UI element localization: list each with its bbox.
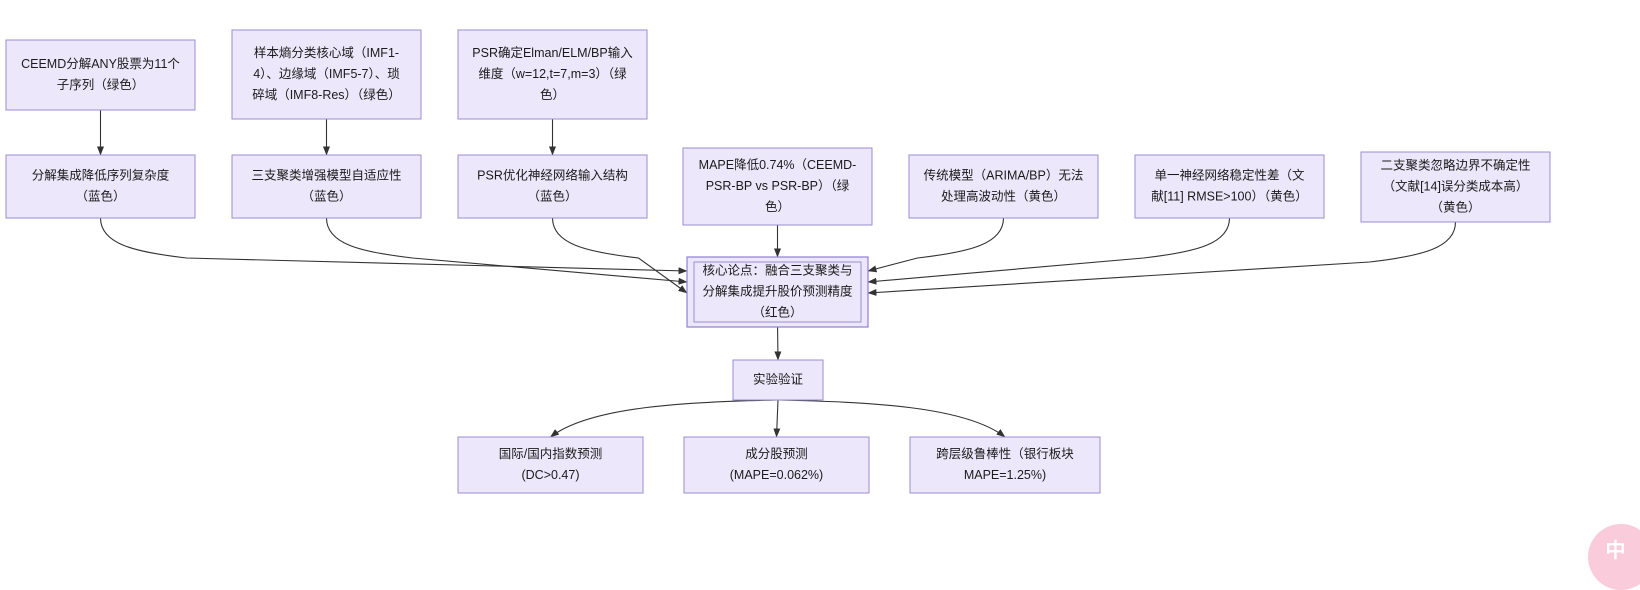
node-rect <box>908 154 1099 219</box>
node-label-line: MAPE降低0.74%（CEEMD- <box>699 158 857 172</box>
flow-edge <box>867 217 1231 285</box>
flow-node[interactable]: 三支聚类增强模型自适应性 （蓝色） <box>231 154 422 219</box>
flow-edge <box>325 217 688 285</box>
flow-node[interactable]: 分解集成降低序列复杂度 （蓝色） <box>5 154 196 219</box>
node-label-line: PSR确定Elman/ELM/BP输入 <box>472 45 633 60</box>
core-node-inner-border <box>693 261 862 323</box>
node-rect <box>457 436 644 494</box>
node-label-line: 处理高波动性（黄色） <box>941 188 1066 203</box>
flow-node[interactable]: 二支聚类忽略边界不确定性 （文献[14]误分类成本高） （黄色） <box>1360 151 1551 223</box>
core-node-outer-border <box>686 256 869 328</box>
node-rect <box>457 154 648 219</box>
flow-node[interactable]: 国际/国内指数预测 (DC>0.47) <box>457 436 644 494</box>
node-label-line: （红色） <box>752 304 802 319</box>
node-label-line: （蓝色） <box>301 188 351 203</box>
flow-edge <box>867 221 1457 296</box>
node-label-line: （黄色） <box>1430 199 1480 214</box>
node-label-line: 色） <box>765 199 790 214</box>
node-label-line: 单一神经网络稳定性差（文 <box>1154 167 1305 182</box>
flow-edge <box>774 321 782 361</box>
node-label-line: 成分股预测 <box>745 447 808 461</box>
node-rect <box>231 29 422 120</box>
flow-node[interactable]: 跨层级鲁棒性（银行板块 MAPE=1.25%) <box>909 436 1101 494</box>
node-label-line: 三支聚类增强模型自适应性 <box>251 167 401 182</box>
node-label-line: 维度（w=12,t=7,m=3）（绿 <box>478 66 627 81</box>
flow-node[interactable]: 单一神经网络稳定性差（文献[11] RMSE>100）（黄色） <box>1134 154 1325 219</box>
flow-edge <box>867 217 1005 273</box>
node-rect <box>732 359 824 401</box>
flow-node[interactable]: MAPE降低0.74%（CEEMD- PSR-BP vs PSR-BP）（绿色） <box>682 147 873 226</box>
node-label-line: （蓝色） <box>75 188 125 203</box>
node-rect <box>231 154 422 219</box>
node-label-line: 4）、边缘域（IMF5-7）、琐 <box>253 66 400 81</box>
node-rect <box>5 154 196 219</box>
node-label-line: (MAPE=0.062%) <box>730 468 823 482</box>
node-label-line: 献[11] RMSE>100）（黄色） <box>1151 188 1307 203</box>
flow-edge <box>777 399 1006 438</box>
node-label-line: 子序列（绿色） <box>57 77 145 92</box>
watermark-label: 中 <box>1605 540 1626 562</box>
node-label-line: 分解集成提升股价预测精度 <box>702 283 853 298</box>
flow-edge <box>773 399 781 438</box>
node-label-line: (DC>0.47) <box>521 468 579 482</box>
node-label-line: 核心论点：融合三支聚类与 <box>702 262 852 277</box>
node-label-line: 二支聚类忽略边界不确定性 <box>1380 157 1530 172</box>
flow-node[interactable]: 成分股预测 (MAPE=0.062%) <box>683 436 870 494</box>
node-rect <box>1360 151 1551 223</box>
node-label-line: CEEMD分解ANY股票为11个 <box>21 57 180 71</box>
node-rect <box>682 147 873 226</box>
node-label-line: 碎域（IMF8-Res）（绿色） <box>252 87 401 102</box>
node-label-line: PSR-BP vs PSR-BP）（绿 <box>706 178 850 193</box>
flow-edge <box>99 217 688 275</box>
node-label-line: 国际/国内指数预测 <box>499 446 602 461</box>
node-label-line: PSR优化神经网络输入结构 <box>477 167 628 182</box>
node-rect <box>683 436 870 494</box>
node-label-line: 色） <box>540 87 565 102</box>
node-label-line: 传统模型（ARIMA/BP）无法 <box>924 167 1084 182</box>
flow-node[interactable]: 实验验证 <box>732 359 824 401</box>
node-label-line: 样本熵分类核心域（IMF1- <box>254 45 399 60</box>
edges-layer <box>97 110 1457 438</box>
node-label-line: 跨层级鲁棒性（银行板块 <box>936 447 1074 461</box>
node-label-line: 实验验证 <box>753 371 804 386</box>
node-rect <box>909 436 1101 494</box>
node-label-line: （文献[14]误分类成本高） <box>1383 178 1529 193</box>
node-label-line: 分解集成降低序列复杂度 <box>32 167 170 182</box>
node-rect <box>1134 154 1325 219</box>
node-rect <box>457 29 648 120</box>
flow-edge <box>551 217 688 294</box>
node-label-line: （蓝色） <box>527 188 577 203</box>
flow-node[interactable]: PSR优化神经网络输入结构 （蓝色） <box>457 154 648 219</box>
node-rect <box>5 39 196 111</box>
flow-edge <box>550 399 779 438</box>
flow-node[interactable]: 样本熵分类核心域（IMF1- 4）、边缘域（IMF5-7）、琐碎域（IMF8-Re… <box>231 29 422 120</box>
watermark-badge: 中 <box>1588 524 1640 590</box>
node-label-line: MAPE=1.25%) <box>964 468 1046 482</box>
